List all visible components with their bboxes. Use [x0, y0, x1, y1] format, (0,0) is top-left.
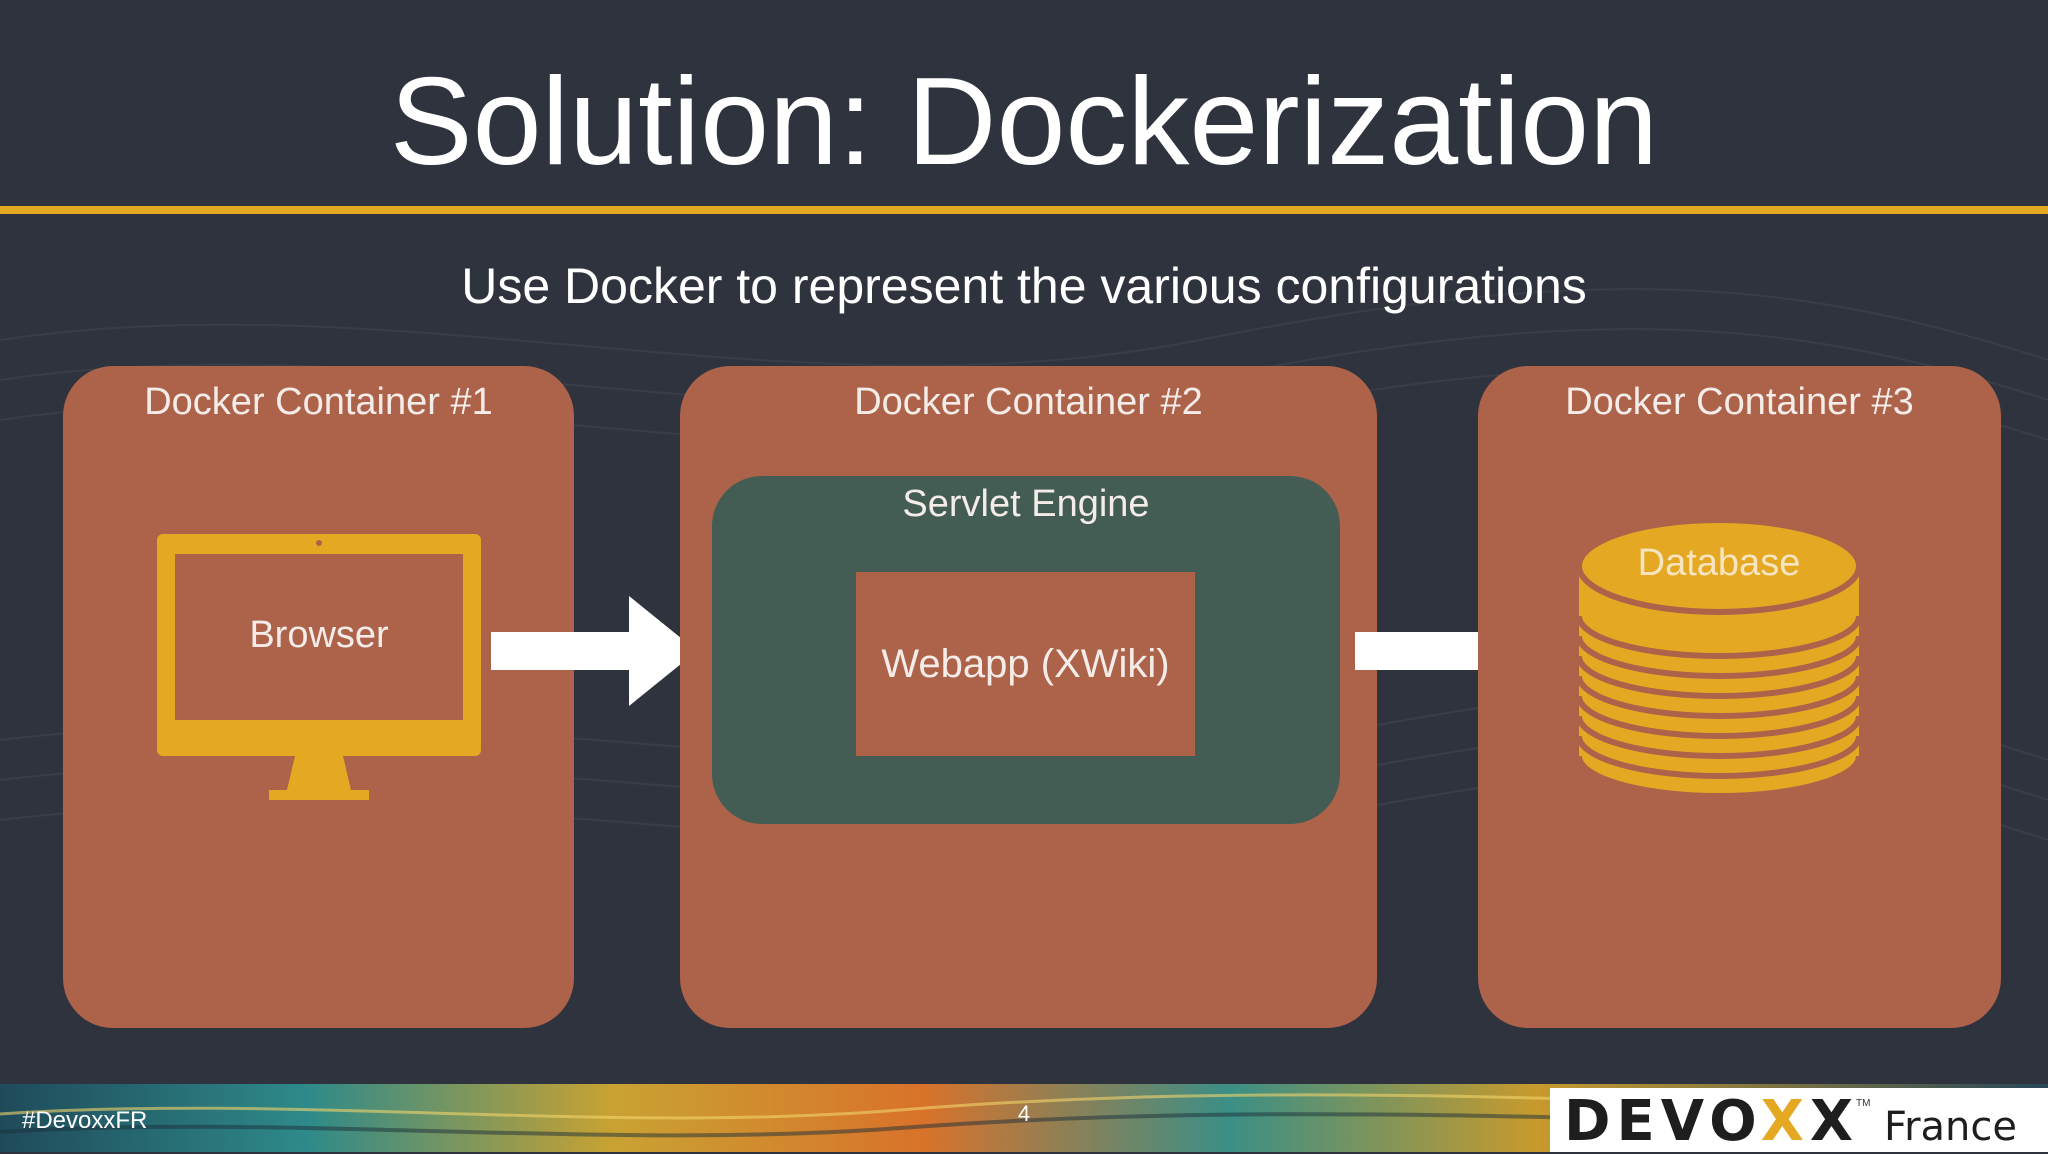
- monitor-icon: [157, 534, 481, 800]
- slide-title: Solution: Dockerization: [389, 53, 1659, 191]
- docker-container-1: Docker Container #1 Browser: [63, 366, 574, 1028]
- page-number: 4: [1017, 1101, 1031, 1126]
- container-3-label: Docker Container #3: [1565, 381, 1914, 423]
- logo-region: France: [1884, 1104, 2018, 1150]
- webapp-label: Webapp (XWiki): [881, 642, 1170, 686]
- webapp-box: Webapp (XWiki): [856, 572, 1195, 756]
- browser-label: Browser: [249, 614, 389, 656]
- logo-wordmark: DEVOXX: [1564, 1089, 1860, 1154]
- logo-trademark: TM: [1856, 1098, 1871, 1109]
- event-hashtag: #DevoxxFR: [22, 1107, 148, 1134]
- arrow-right-icon: [491, 596, 697, 706]
- slide-subtitle: Use Docker to represent the various conf…: [461, 258, 1587, 314]
- container-1-label: Docker Container #1: [144, 381, 493, 423]
- database-label: Database: [1637, 542, 1801, 584]
- docker-container-3: Docker Container #3 Database: [1478, 366, 2001, 1028]
- title-divider: [0, 206, 2048, 214]
- database-icon: [1576, 517, 1862, 799]
- docker-container-2: Docker Container #2 Servlet Engine Webap…: [680, 366, 1377, 1028]
- devoxx-france-logo: DEVOXX TM France: [1550, 1088, 2048, 1152]
- container-2-label: Docker Container #2: [854, 381, 1203, 423]
- servlet-engine-box: Servlet Engine Webapp (XWiki): [712, 476, 1340, 824]
- servlet-engine-label: Servlet Engine: [902, 483, 1150, 525]
